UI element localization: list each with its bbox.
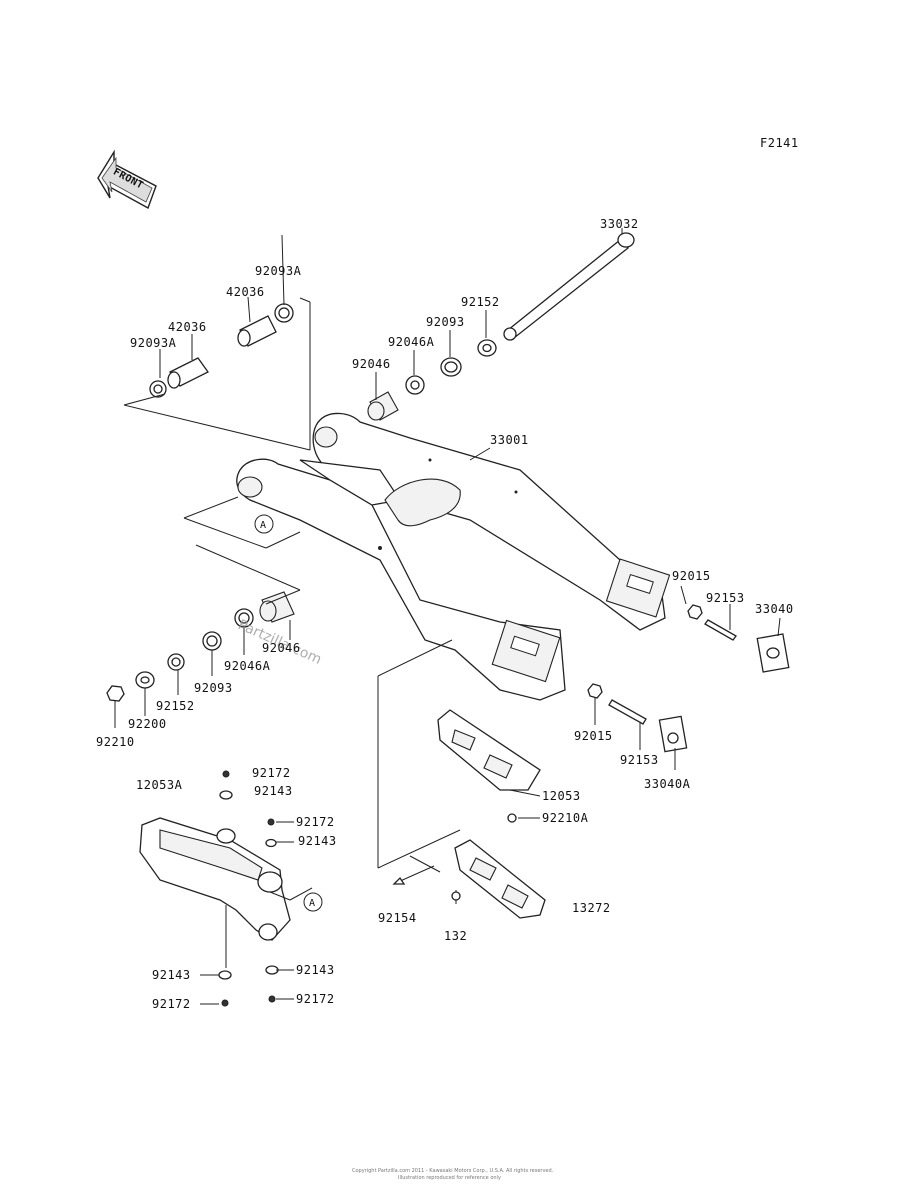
footer-line-2: Illustration reproduced for reference on… bbox=[398, 1175, 501, 1181]
label-92154: 92154 bbox=[378, 911, 417, 925]
label-33040A: 33040A bbox=[644, 777, 691, 791]
label-92152-bot: 92152 bbox=[156, 699, 195, 713]
label-12053A: 12053A bbox=[136, 778, 183, 792]
torque-link-12053A bbox=[139, 770, 291, 1007]
label-42036-left: 42036 bbox=[168, 320, 207, 334]
swing-arm-33001 bbox=[236, 412, 671, 701]
label-33032: 33032 bbox=[600, 217, 639, 231]
leader-lines bbox=[114, 234, 781, 1005]
label-92046-top: 92046 bbox=[352, 357, 391, 371]
pivot-shaft-33032 bbox=[503, 228, 635, 341]
footer-line-1: Copyright Partzilla.com 2011 - Kawasaki … bbox=[352, 1168, 554, 1174]
label-92172-a: 92172 bbox=[252, 766, 291, 780]
label-92200: 92200 bbox=[128, 717, 167, 731]
chain-guide-parts bbox=[392, 709, 546, 919]
label-92143-c: 92143 bbox=[152, 968, 191, 982]
callout-a-upper: A bbox=[254, 514, 274, 534]
label-92172-b: 92172 bbox=[296, 815, 335, 829]
label-92153-low: 92153 bbox=[620, 753, 659, 767]
label-92143-d: 92143 bbox=[296, 963, 335, 977]
label-42036-top: 42036 bbox=[226, 285, 265, 299]
label-92093A-left: 92093A bbox=[130, 336, 177, 350]
label-13272: 13272 bbox=[572, 901, 611, 915]
label-92210A: 92210A bbox=[542, 811, 589, 825]
figure-code: F2141 bbox=[760, 136, 799, 150]
label-92093A-top: 92093A bbox=[255, 264, 302, 278]
label-92093-top: 92093 bbox=[426, 315, 465, 329]
label-92143-b: 92143 bbox=[298, 834, 337, 848]
label-92046A-bot: 92046A bbox=[224, 659, 271, 673]
svg-text:A: A bbox=[309, 898, 316, 909]
lower-bearing-parts bbox=[106, 591, 295, 702]
callout-a-lower: A bbox=[303, 892, 323, 912]
label-33001: 33001 bbox=[490, 433, 529, 447]
front-arrow-icon: FRONT bbox=[97, 149, 157, 210]
label-92152-top: 92152 bbox=[461, 295, 500, 309]
chain-adjuster-parts bbox=[587, 604, 790, 753]
label-92046-bot: 92046 bbox=[262, 641, 301, 655]
svg-text:A: A bbox=[260, 520, 267, 531]
part-labels: 33032 92093A 42036 42036 92093A 92152 92… bbox=[96, 217, 794, 1011]
label-92143-a: 92143 bbox=[254, 784, 293, 798]
label-92093-bot: 92093 bbox=[194, 681, 233, 695]
label-92172-d: 92172 bbox=[296, 992, 335, 1006]
label-92172-c: 92172 bbox=[152, 997, 191, 1011]
label-92210: 92210 bbox=[96, 735, 135, 749]
label-33040: 33040 bbox=[755, 602, 794, 616]
label-92015-right: 92015 bbox=[672, 569, 711, 583]
label-12053: 12053 bbox=[542, 789, 581, 803]
label-92046A-top: 92046A bbox=[388, 335, 435, 349]
label-132: 132 bbox=[444, 929, 467, 943]
label-92153-right: 92153 bbox=[706, 591, 745, 605]
upper-bearing-parts bbox=[149, 303, 497, 421]
label-92015-low: 92015 bbox=[574, 729, 613, 743]
